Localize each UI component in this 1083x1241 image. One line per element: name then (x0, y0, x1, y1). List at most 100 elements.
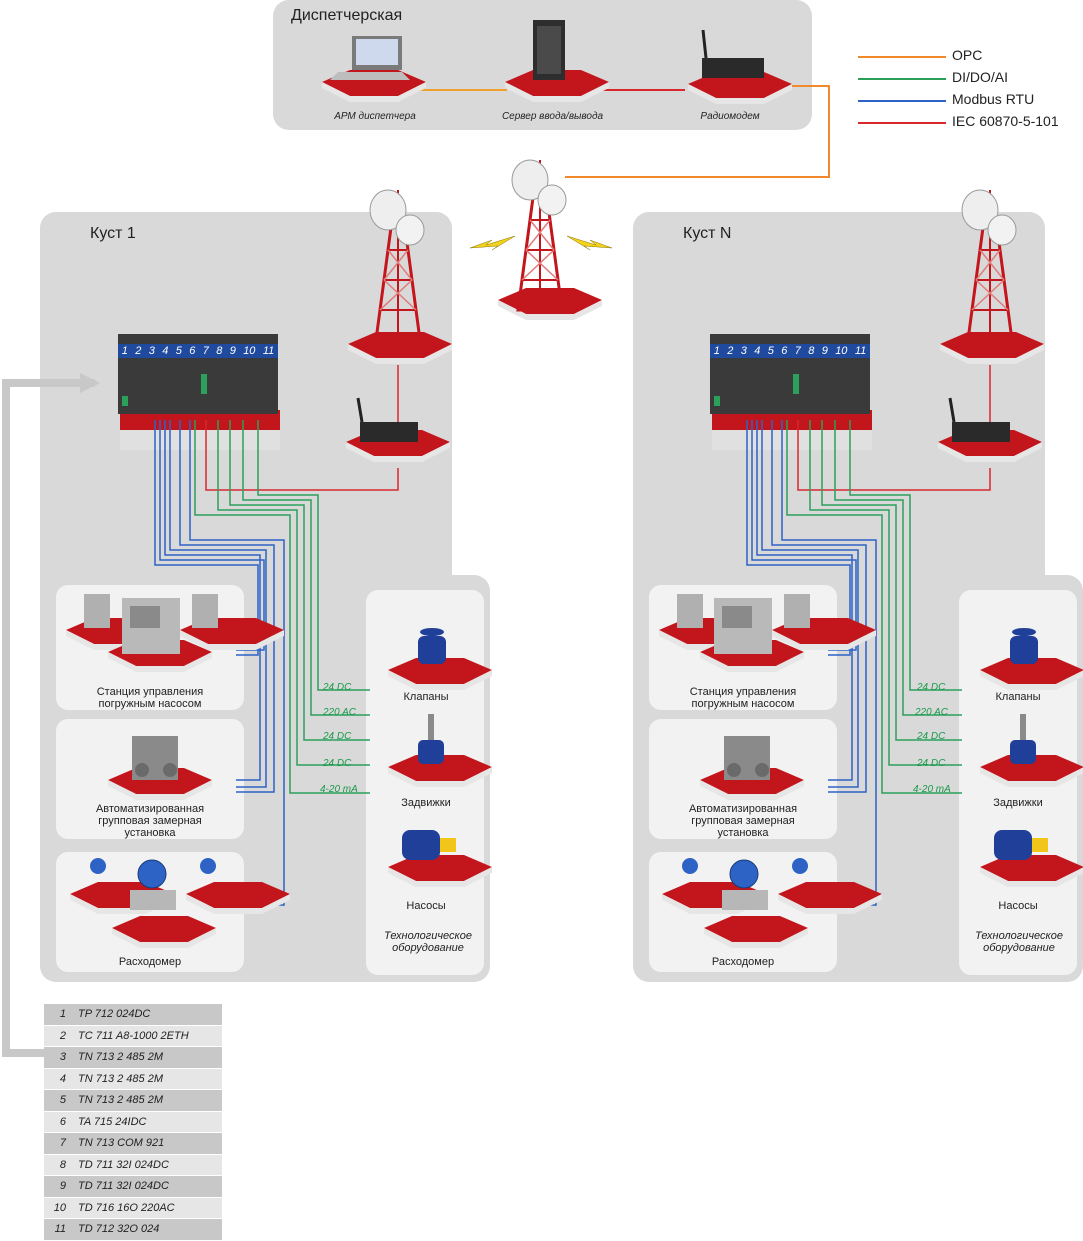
module-number: 9 (229, 345, 236, 357)
valve-body (418, 636, 446, 664)
radiomodem-label: Радиомодем (700, 111, 760, 122)
module-name: TP 712 024DC (74, 1004, 222, 1026)
pump-motor (402, 830, 440, 860)
module-number: 7 (202, 345, 209, 357)
module-name: TD 711 32I 024DC (74, 1175, 222, 1198)
station-label: Станция управления погружным насосом (96, 686, 204, 710)
module-number: 5 (175, 345, 182, 357)
module-number: 10 (835, 345, 848, 357)
module-index: 11 (44, 1218, 74, 1241)
equipment-label: Технологическое оборудование (384, 930, 472, 954)
module-number: 7 (794, 345, 801, 357)
workstation-label: АРМ диспетчера (334, 111, 416, 122)
module-number: 3 (740, 345, 747, 357)
gate-valve-body (418, 740, 444, 764)
flowmeter-label: Расходомер (118, 956, 182, 968)
module-number: 4 (162, 345, 169, 357)
legend-label: Modbus RTU (952, 91, 1035, 107)
metering-label: Автоматизированная групповая замерная ус… (95, 803, 205, 839)
flowmeter-label: Расходомер (711, 956, 775, 968)
signal-label: 24 DC (323, 682, 352, 693)
module-index: 10 (44, 1197, 74, 1219)
module-number: 2 (135, 345, 142, 357)
module-index: 7 (44, 1132, 74, 1155)
gates-label: Задвижки (401, 797, 451, 809)
cluster-1-title: Куст 1 (90, 225, 136, 242)
radiomodem-box (952, 422, 1010, 442)
module-number: 6 (189, 345, 196, 357)
module-number: 8 (216, 345, 223, 357)
module-number: 10 (243, 345, 256, 357)
module-number: 11 (854, 345, 867, 357)
module-number: 9 (821, 345, 828, 357)
module-index: 6 (44, 1111, 74, 1133)
module-index: 1 (44, 1004, 74, 1026)
module-numbers: 1 2 3 4 5 6 7 8 9 10 11 (710, 345, 870, 357)
module-number: 4 (754, 345, 761, 357)
opc-to-tower (565, 85, 830, 178)
module-index: 3 (44, 1046, 74, 1069)
legend-line-modbus (858, 100, 946, 102)
legend-label: OPC (952, 47, 983, 63)
module-index: 2 (44, 1025, 74, 1047)
signal-label: 24 DC (323, 758, 352, 769)
signal-label: 24 DC (917, 731, 946, 742)
flowmeter-head (729, 859, 759, 889)
module-number: 8 (808, 345, 815, 357)
module-index: 9 (44, 1175, 74, 1198)
module-index: 5 (44, 1089, 74, 1112)
pumps-label: Насосы (406, 900, 446, 912)
legend-label: DI/DO/AI (952, 69, 1009, 85)
signal-label: 4-20 mA (913, 784, 951, 795)
signal-label: 24 DC (917, 682, 946, 693)
control-room-title: Диспетчерская (291, 7, 403, 24)
valves-label: Клапаны (995, 691, 1041, 703)
module-name: TD 711 32I 024DC (74, 1154, 222, 1176)
module-number: 1 (121, 345, 128, 357)
module-index: 4 (44, 1068, 74, 1090)
module-name: TN 713 2 485 2M (74, 1089, 222, 1112)
pump-motor (994, 830, 1032, 860)
module-table-arrow (2, 379, 95, 1057)
module-name: TN 713 COM 921 (74, 1132, 222, 1155)
module-number: 5 (767, 345, 774, 357)
signal-label: 4-20 mA (320, 784, 358, 795)
module-number: 3 (148, 345, 155, 357)
equipment-label: Технологическое оборудование (975, 930, 1063, 954)
cluster-n-title: Куст N (683, 225, 732, 242)
legend-line-iec (858, 122, 946, 124)
gate-valve-body (1010, 740, 1036, 764)
signal-label: 24 DC (917, 758, 946, 769)
station-label: Станция управления погружным насосом (689, 686, 797, 710)
signal-label: 220 AC (915, 707, 948, 718)
module-name: TD 712 32O 024 (74, 1218, 222, 1241)
module-number: 2 (727, 345, 734, 357)
module-name: TN 713 2 485 2M (74, 1046, 222, 1069)
module-index: 8 (44, 1154, 74, 1176)
gates-label: Задвижки (993, 797, 1043, 809)
server-label: Сервер ввода/вывода (501, 111, 604, 122)
module-name: TA 715 24IDC (74, 1111, 222, 1133)
pumps-label: Насосы (998, 900, 1038, 912)
module-name: TC 711 A8-1000 2ETH (74, 1025, 222, 1047)
legend-label: IEC 60870-5-101 (952, 113, 1059, 129)
signal-label: 24 DC (323, 731, 352, 742)
metering-label: Автоматизированная групповая замерная ус… (688, 803, 798, 839)
module-name: TN 713 2 485 2M (74, 1068, 222, 1090)
flowmeter-head (137, 859, 167, 889)
module-number: 1 (713, 345, 720, 357)
module-number: 11 (262, 345, 275, 357)
valves-label: Клапаны (403, 691, 449, 703)
legend-line-opc (858, 56, 946, 58)
signal-label: 220 AC (323, 707, 356, 718)
